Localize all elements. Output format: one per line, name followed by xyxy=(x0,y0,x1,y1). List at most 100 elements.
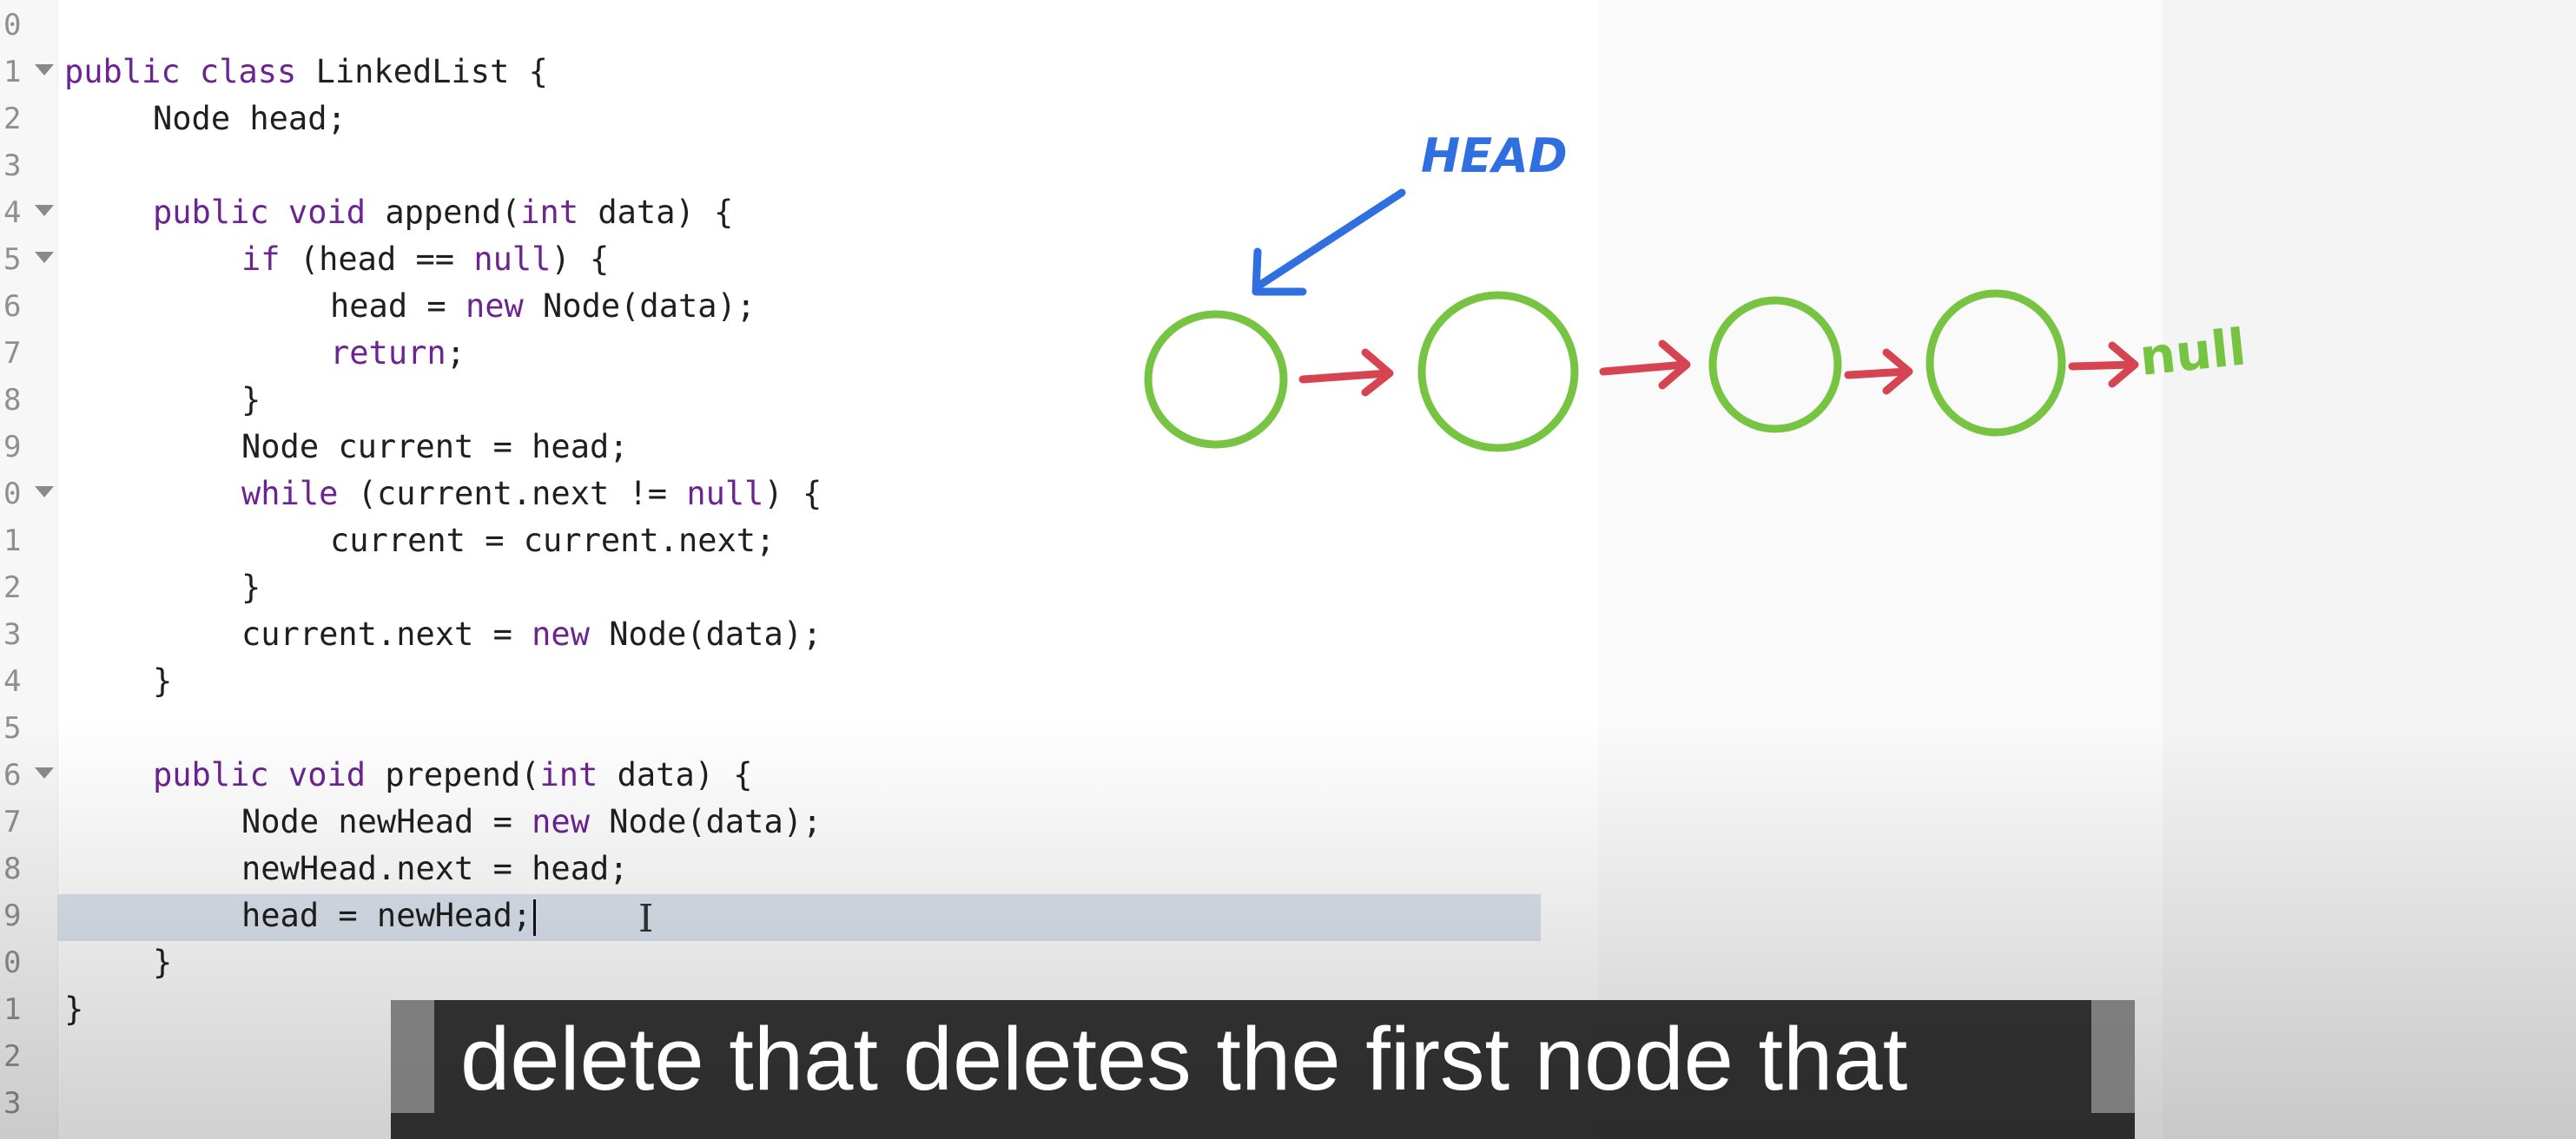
current-line-highlight xyxy=(57,894,1541,941)
caption-left-bar xyxy=(391,1000,434,1113)
code-text[interactable]: Node newHead = new Node(data); xyxy=(241,799,822,846)
code-text[interactable]: } xyxy=(64,986,83,1033)
code-token: Node(data); xyxy=(589,616,822,653)
code-text[interactable]: head = new Node(data); xyxy=(330,283,756,330)
code-token: } xyxy=(153,944,173,981)
line-number: 8 xyxy=(3,852,22,886)
code-text[interactable]: return; xyxy=(330,330,466,377)
code-token: } xyxy=(241,569,261,606)
code-line[interactable]: 0 xyxy=(0,2,1598,49)
code-token: current.next = xyxy=(241,616,532,653)
drawing-pane xyxy=(1598,0,2576,1139)
line-number: 1 xyxy=(3,992,22,1027)
line-number: 0 xyxy=(3,945,22,980)
code-text[interactable]: public class LinkedList { xyxy=(64,49,548,95)
line-number: 8 xyxy=(3,383,22,418)
code-token: Node head; xyxy=(153,100,347,137)
code-line[interactable]: 8 newHead.next = head; xyxy=(0,846,1598,892)
fold-toggle-icon[interactable] xyxy=(35,486,54,497)
code-token: data) { xyxy=(578,194,734,231)
code-line[interactable]: 6 public void prepend(int data) { xyxy=(0,752,1598,799)
code-line[interactable]: 2} xyxy=(0,564,1598,611)
line-number: 9 xyxy=(3,899,22,933)
code-line[interactable]: 4} xyxy=(0,658,1598,705)
fold-toggle-icon[interactable] xyxy=(35,64,54,76)
caption-right-bar xyxy=(2091,1000,2135,1113)
code-token: (current.next != xyxy=(338,475,687,512)
line-number: 7 xyxy=(3,336,22,371)
line-number: 5 xyxy=(3,242,22,277)
code-text[interactable]: public void append(int data) { xyxy=(153,189,733,236)
code-text[interactable]: } xyxy=(241,564,261,611)
code-token: prepend( xyxy=(366,756,540,793)
code-text[interactable]: Node head; xyxy=(153,95,347,142)
code-keyword: while xyxy=(241,475,339,512)
line-number: 3 xyxy=(3,1086,22,1121)
fold-toggle-icon[interactable] xyxy=(35,205,54,216)
code-token: append( xyxy=(366,194,521,231)
code-line[interactable]: 3 xyxy=(0,142,1598,189)
code-line[interactable]: 1} xyxy=(0,986,1598,1033)
code-keyword: public void xyxy=(153,194,367,231)
code-token: ; xyxy=(446,334,466,372)
code-text[interactable]: Node current = head; xyxy=(241,424,629,471)
code-token: newHead.next = head; xyxy=(241,850,629,887)
code-keyword: public class xyxy=(64,53,297,90)
caption-text: delete that deletes the first node that xyxy=(460,1009,1908,1109)
code-token: Node(data); xyxy=(589,803,822,840)
line-number: 6 xyxy=(3,758,22,793)
line-number: 2 xyxy=(3,570,22,605)
code-line[interactable]: 7 return; xyxy=(0,330,1598,377)
code-text[interactable]: } xyxy=(153,658,172,705)
line-number: 3 xyxy=(3,148,22,183)
code-line[interactable]: 5 xyxy=(0,705,1598,752)
code-line[interactable]: 3 current.next = new Node(data); xyxy=(0,611,1598,658)
code-line[interactable]: 0} xyxy=(0,939,1598,986)
code-token: current = current.next; xyxy=(330,522,776,559)
line-number: 5 xyxy=(3,711,22,746)
line-number: 1 xyxy=(3,55,22,89)
line-number: 2 xyxy=(3,1039,22,1074)
subtitle-caption: delete that deletes the first node that xyxy=(391,1000,2135,1139)
code-token: Node(data); xyxy=(523,287,756,325)
code-keyword: int xyxy=(539,756,598,793)
line-number: 9 xyxy=(3,430,22,464)
code-line[interactable]: 0 while (current.next != null) { xyxy=(0,471,1598,517)
line-number: 2 xyxy=(3,102,22,136)
code-text[interactable]: public void prepend(int data) { xyxy=(153,752,753,799)
code-line[interactable]: 2 Node head; xyxy=(0,95,1598,142)
code-text[interactable]: newHead.next = head; xyxy=(241,846,629,892)
code-line[interactable]: 5 if (head == null) { xyxy=(0,236,1598,283)
code-line[interactable]: 2 xyxy=(0,1033,1598,1080)
code-token: data) { xyxy=(598,756,753,793)
line-number: 6 xyxy=(3,289,22,324)
code-editor[interactable]: 0 1 public class LinkedList { 2 Node head; 3 4… xyxy=(0,0,1598,1139)
line-number: 0 xyxy=(3,477,22,511)
code-text[interactable]: } xyxy=(153,939,172,986)
code-token: head = newHead; xyxy=(241,897,532,934)
code-text[interactable]: if (head == null) { xyxy=(241,236,609,283)
code-line[interactable]: 1 public class LinkedList { xyxy=(0,49,1598,95)
fold-toggle-icon[interactable] xyxy=(35,252,54,263)
code-text[interactable]: current.next = new Node(data); xyxy=(241,611,822,658)
line-number: 3 xyxy=(3,617,22,652)
code-text[interactable]: } xyxy=(241,377,261,424)
code-text[interactable]: current = current.next; xyxy=(330,517,775,564)
code-line[interactable]: 9 Node current = head; xyxy=(0,424,1598,471)
fold-toggle-icon[interactable] xyxy=(35,767,54,779)
drawing-pane-edge xyxy=(2163,0,2576,1139)
code-text[interactable]: while (current.next != null) { xyxy=(241,471,822,517)
code-token: } xyxy=(64,991,84,1028)
code-line[interactable]: 9 head = newHead; xyxy=(0,892,1598,939)
code-line[interactable]: 3 xyxy=(0,1080,1598,1127)
line-number: 4 xyxy=(3,664,22,699)
code-line[interactable]: 6 head = new Node(data); xyxy=(0,283,1598,330)
code-line[interactable]: 8} xyxy=(0,377,1598,424)
code-text[interactable]: head = newHead; xyxy=(241,892,537,939)
code-token: Node newHead = xyxy=(241,803,532,840)
code-keyword: if xyxy=(241,240,281,278)
code-keyword: new xyxy=(532,616,590,653)
